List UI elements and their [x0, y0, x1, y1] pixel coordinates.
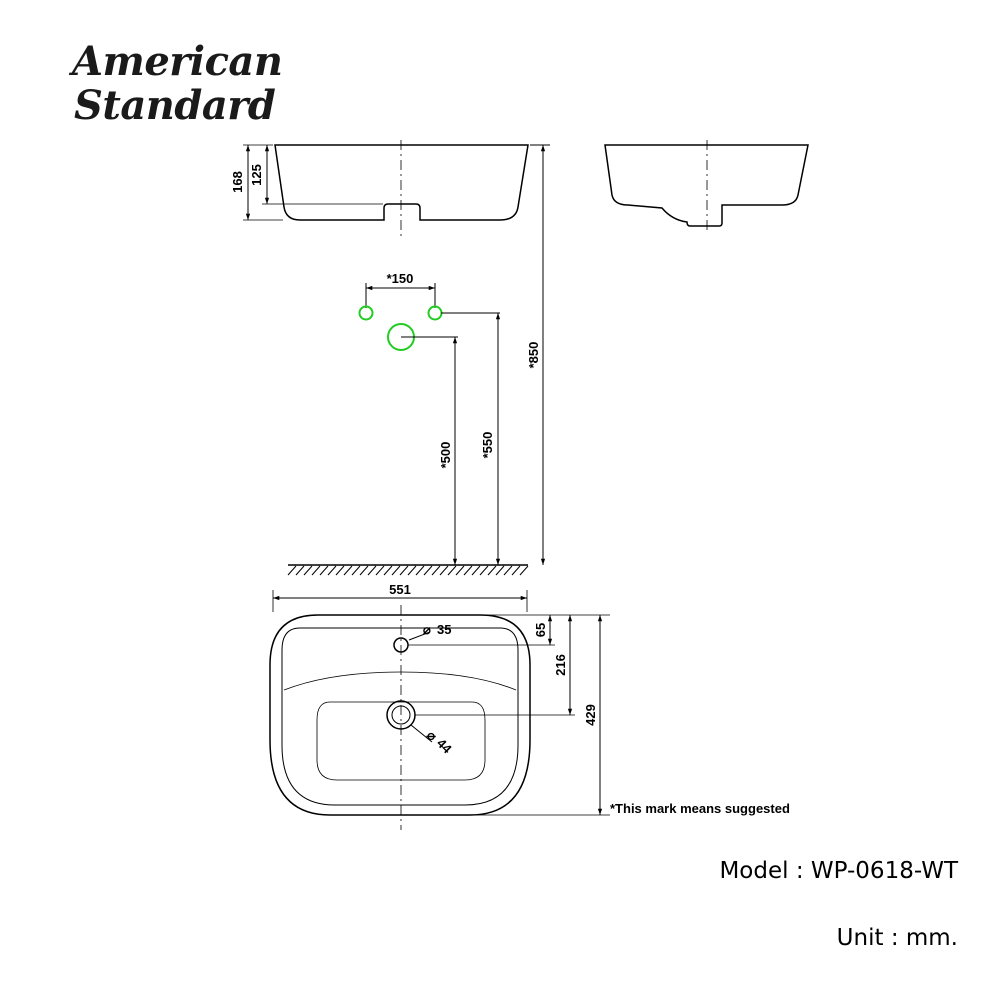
- dim-label-550: *550: [480, 432, 495, 459]
- unit-value: mm.: [905, 925, 958, 951]
- unit-line: Unit : mm.: [837, 925, 958, 951]
- model-label: Model: [719, 858, 789, 884]
- waste-outlet-inner: [391, 705, 411, 725]
- diameter-symbol-35: ⌀: [423, 622, 431, 637]
- unit-separator: :: [890, 925, 899, 951]
- basin-front-outline: [274, 144, 529, 221]
- unit-label: Unit: [836, 925, 884, 951]
- dim-label-150: *150: [387, 271, 414, 286]
- dim-label-500: *500: [438, 442, 453, 469]
- supply-marker-right: [427, 305, 443, 321]
- model-separator: :: [795, 858, 804, 884]
- brand-logo: American Standard: [72, 38, 283, 129]
- brand-line2: Standard: [74, 82, 276, 129]
- dim-label-35: 35: [437, 622, 451, 637]
- front-elevation: [243, 140, 529, 240]
- model-line: Model : WP-0618-WT: [719, 858, 958, 884]
- model-value: WP-0618-WT: [810, 858, 958, 884]
- basin-plan-ledge: [283, 671, 517, 691]
- basin-plan-bowl: [316, 701, 486, 781]
- plan-view: [269, 590, 610, 830]
- rough-in: [287, 144, 550, 576]
- supply-marker-left: [358, 305, 374, 321]
- dim-label-168: 168: [230, 171, 245, 193]
- basin-plan-inner: [281, 627, 519, 806]
- dim-label-850: *850: [526, 342, 541, 369]
- suggested-note: *This mark means suggested: [610, 801, 790, 816]
- dim-label-44: 44: [434, 736, 455, 757]
- brand-line1: American: [72, 38, 283, 85]
- side-elevation: [604, 140, 809, 232]
- dim-label-125: 125: [249, 164, 264, 186]
- dim-label-429: 429: [583, 704, 598, 726]
- dim-label-65: 65: [533, 623, 548, 637]
- dim-label-551: 551: [389, 582, 411, 597]
- floor-hatch: [287, 565, 529, 576]
- basin-side-outline: [604, 144, 809, 227]
- dim-label-216: 216: [553, 654, 568, 676]
